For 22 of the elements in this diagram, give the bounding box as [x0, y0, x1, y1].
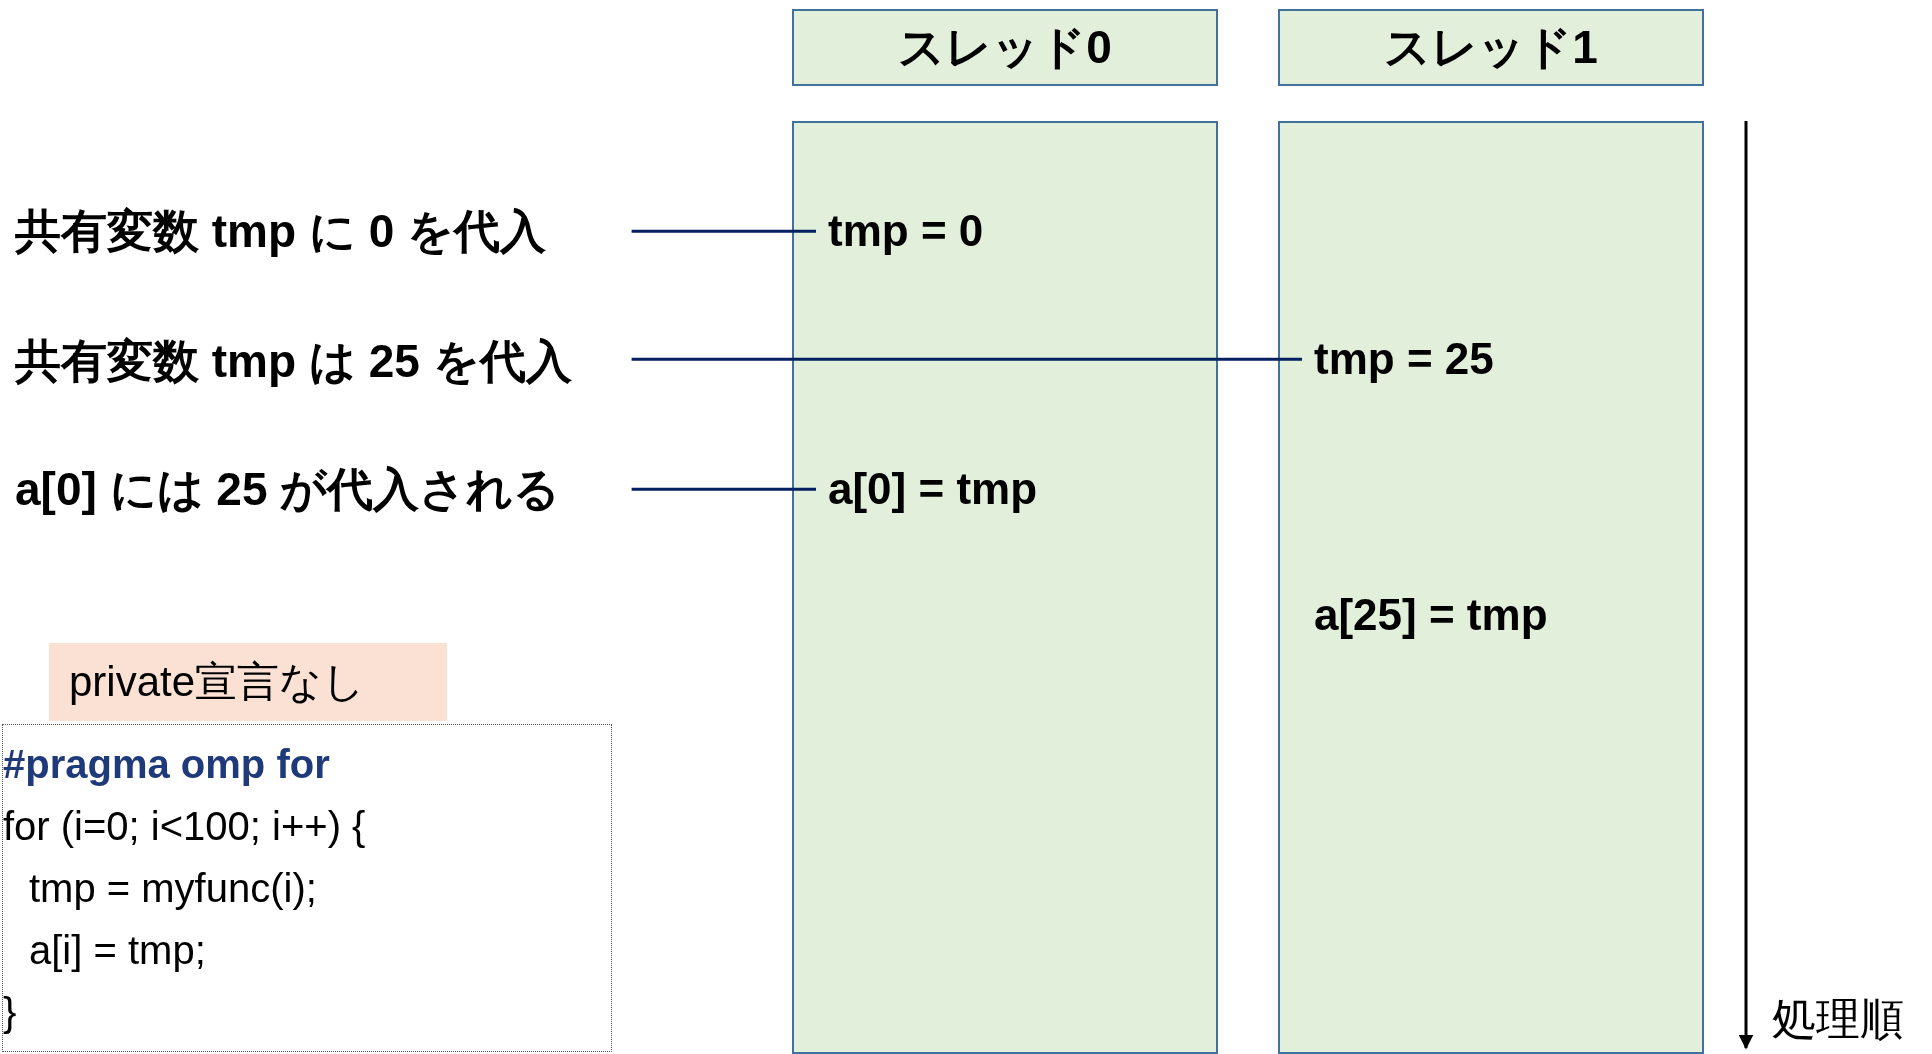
- thread-header: スレッド0: [792, 9, 1218, 86]
- leader-line: [631, 487, 816, 491]
- code-text: tmp = 0: [828, 207, 984, 256]
- leader-line: [631, 357, 1302, 361]
- leader-line: [631, 229, 816, 233]
- code-text: tmp = 25: [1314, 335, 1494, 384]
- code-line: #pragma omp for: [3, 741, 330, 788]
- code-line: a[i] = tmp;: [28, 927, 206, 974]
- axis-label: 処理順: [1772, 993, 1904, 1045]
- annotation-text: 共有変数 tmp に 0 を代入: [15, 206, 547, 257]
- code-line: for (i=0; i<100; i++) {: [3, 803, 366, 850]
- thread-header: スレッド1: [1278, 9, 1704, 86]
- annotation-text: a[0] には 25 が代入される: [15, 464, 561, 515]
- code-text: a[0] = tmp: [828, 465, 1038, 514]
- code-line: }: [3, 989, 17, 1036]
- code-line: tmp = myfunc(i);: [28, 865, 317, 912]
- code-box: [2, 724, 612, 1052]
- annotation-text: 共有変数 tmp は 25 を代入: [15, 336, 572, 387]
- note-tag: private宣言なし: [49, 643, 447, 721]
- thread-column: [792, 121, 1218, 1054]
- code-text: a[25] = tmp: [1314, 591, 1548, 640]
- thread-column: [1278, 121, 1704, 1054]
